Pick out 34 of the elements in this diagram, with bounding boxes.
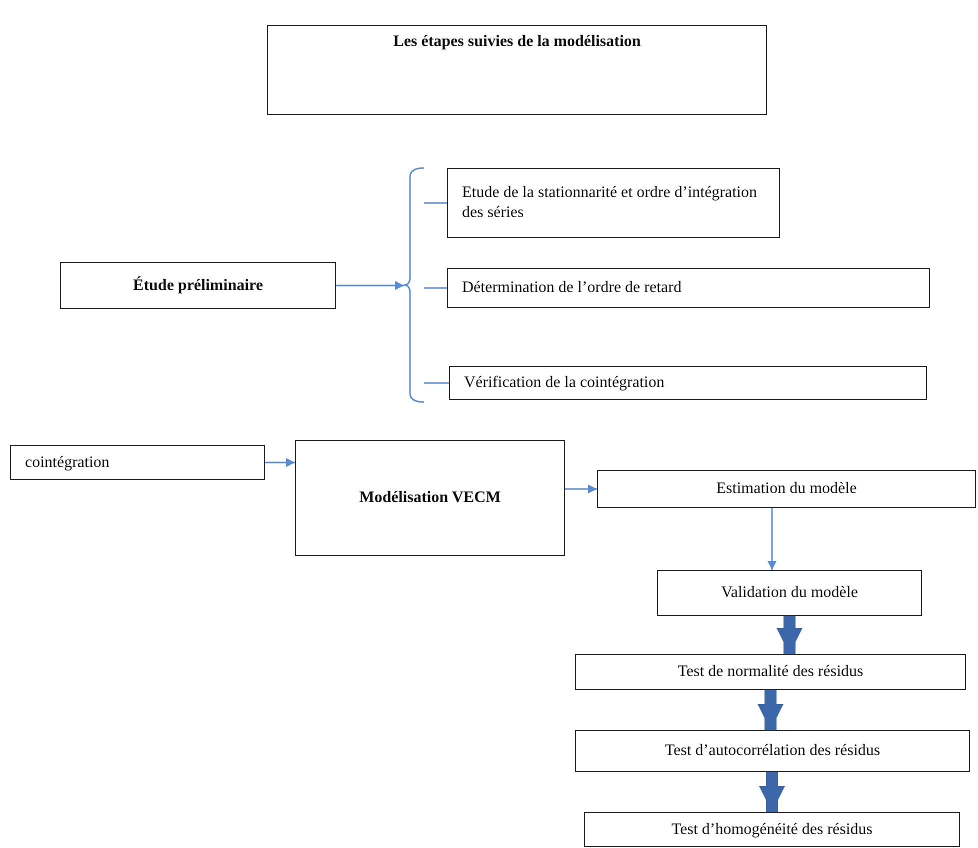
title-text: Les étapes suivies de la modélisation	[393, 32, 641, 52]
connector-line	[424, 287, 447, 289]
process-box	[447, 268, 930, 308]
box-label: Estimation du modèle	[716, 479, 857, 499]
arrow	[265, 458, 295, 467]
process-box	[575, 730, 970, 772]
block-arrow	[776, 616, 802, 654]
box-label: Test de normalité des résidus	[678, 662, 864, 682]
box-label: Test d’homogénéité des résidus	[671, 820, 873, 840]
process-box	[10, 445, 265, 480]
box-label: Etude de la stationnarité et ordre d’intégration des séries	[462, 183, 758, 223]
process-box	[449, 366, 927, 400]
process-box	[575, 654, 966, 690]
connector-line	[424, 382, 449, 384]
process-box	[657, 570, 922, 616]
process-box	[295, 440, 565, 556]
connector-line	[424, 202, 447, 204]
arrow	[565, 484, 597, 494]
block-arrow	[759, 772, 785, 812]
process-box	[60, 262, 336, 309]
process-box	[584, 812, 960, 847]
box-label: Vérification de la cointégration	[464, 373, 664, 393]
box-label: Validation du modèle	[721, 583, 858, 603]
box-label: cointégration	[25, 452, 110, 472]
box-label: Test d’autocorrélation des résidus	[664, 741, 880, 761]
block-arrow	[758, 690, 784, 730]
process-box	[267, 25, 767, 115]
box-label: Modélisation VECM	[359, 488, 501, 508]
arrow	[768, 508, 776, 570]
process-box	[447, 168, 780, 238]
arrow	[336, 281, 404, 290]
box-label: Détermination de l’ordre de retard	[462, 278, 682, 298]
process-box	[597, 470, 976, 508]
box-label: Étude préliminaire	[133, 276, 263, 296]
